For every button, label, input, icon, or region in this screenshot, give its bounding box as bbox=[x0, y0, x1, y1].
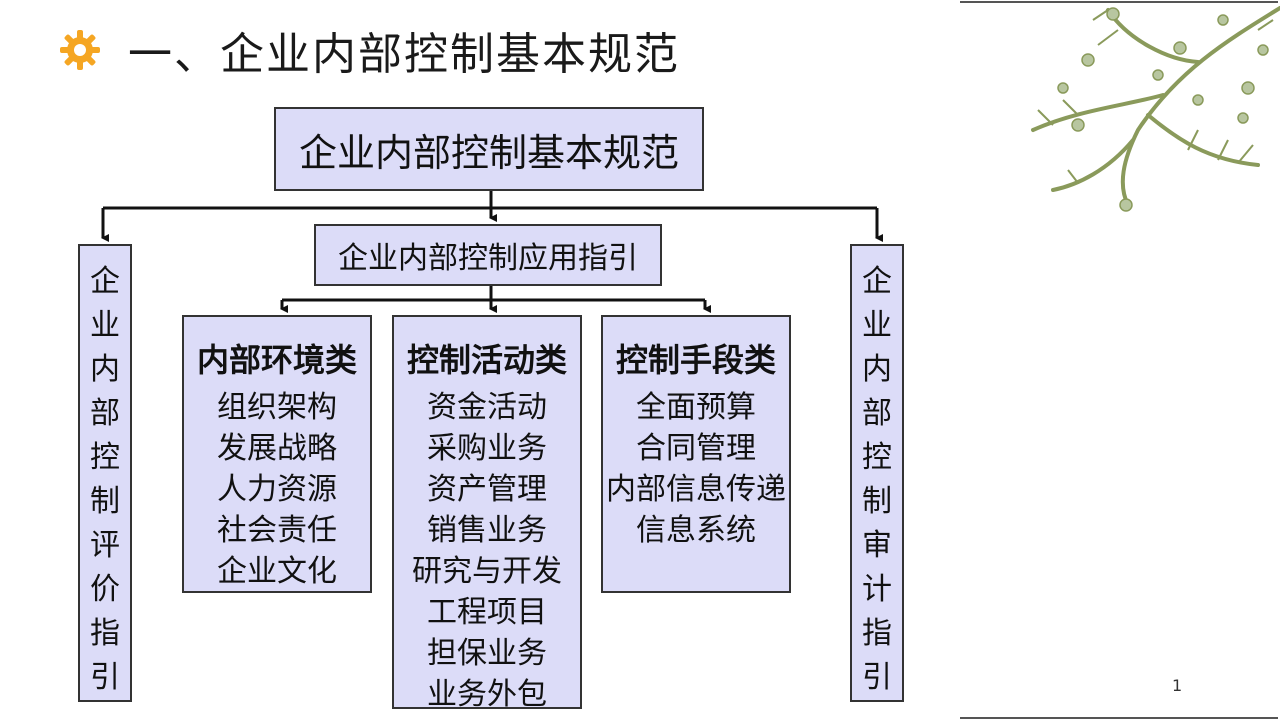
side-char: 内 bbox=[862, 352, 892, 387]
category-item: 信息系统 bbox=[636, 513, 756, 548]
category-item: 发展战略 bbox=[217, 431, 337, 466]
side-char: 控 bbox=[90, 440, 120, 475]
side-char: 引 bbox=[862, 660, 892, 695]
category-control-activities: 控制活动类 资金活动 采购业务 资产管理 销售业务 研究与开发 工程项目 担保业… bbox=[392, 315, 582, 712]
category-item: 企业文化 bbox=[217, 554, 337, 589]
side-char: 企 bbox=[862, 264, 892, 299]
category-title: 控制手段类 bbox=[615, 341, 776, 379]
side-char: 价 bbox=[90, 572, 120, 607]
category-title: 控制活动类 bbox=[406, 341, 567, 379]
side-char: 业 bbox=[90, 308, 120, 343]
gear-icon bbox=[60, 30, 100, 70]
category-item: 研究与开发 bbox=[412, 554, 562, 589]
category-item: 组织架构 bbox=[217, 390, 337, 425]
side-char: 计 bbox=[862, 572, 892, 607]
side-char: 制 bbox=[862, 484, 892, 519]
evaluation-guide-box: 企 业 内 部 控 制 评 价 指 引 bbox=[78, 244, 132, 702]
connector-lines bbox=[101, 191, 883, 313]
side-char: 企 bbox=[90, 264, 120, 299]
page-number: 1 bbox=[1172, 676, 1183, 695]
category-control-means: 控制手段类 全面预算 合同管理 内部信息传递 信息系统 bbox=[601, 315, 791, 593]
category-item: 资金活动 bbox=[427, 390, 547, 425]
category-internal-environment: 内部环境类 组织架构 发展战略 人力资源 社会责任 企业文化 bbox=[182, 315, 372, 593]
sub-box: 企业内部控制应用指引 bbox=[314, 224, 662, 286]
category-title: 内部环境类 bbox=[196, 341, 357, 379]
side-char: 指 bbox=[90, 616, 120, 651]
side-char: 部 bbox=[90, 396, 120, 431]
side-char: 内 bbox=[90, 352, 120, 387]
category-item: 资产管理 bbox=[427, 472, 547, 507]
page-title: 一、企业内部控制基本规范 bbox=[128, 29, 680, 80]
branch-decoration bbox=[960, 1, 1280, 719]
category-item: 全面预算 bbox=[636, 390, 756, 425]
side-char: 指 bbox=[862, 616, 892, 651]
side-char: 审 bbox=[862, 528, 892, 563]
category-item: 业务外包 bbox=[427, 677, 547, 712]
category-item: 销售业务 bbox=[427, 513, 547, 548]
category-item: 内部信息传递 bbox=[606, 472, 786, 507]
side-char: 控 bbox=[862, 440, 892, 475]
category-item: 社会责任 bbox=[217, 513, 337, 548]
category-item: 采购业务 bbox=[427, 431, 547, 466]
audit-guide-box: 企 业 内 部 控 制 审 计 指 引 bbox=[850, 244, 904, 702]
category-item: 人力资源 bbox=[217, 472, 337, 507]
slide-title: 一、企业内部控制基本规范 bbox=[58, 22, 680, 80]
category-item: 合同管理 bbox=[636, 431, 756, 466]
side-char: 引 bbox=[90, 660, 120, 695]
category-item: 工程项目 bbox=[427, 595, 547, 630]
category-item: 担保业务 bbox=[427, 636, 547, 671]
side-char: 评 bbox=[90, 528, 120, 563]
side-char: 业 bbox=[862, 308, 892, 343]
side-char: 部 bbox=[862, 396, 892, 431]
side-char: 制 bbox=[90, 484, 120, 519]
root-box: 企业内部控制基本规范 bbox=[274, 107, 704, 191]
